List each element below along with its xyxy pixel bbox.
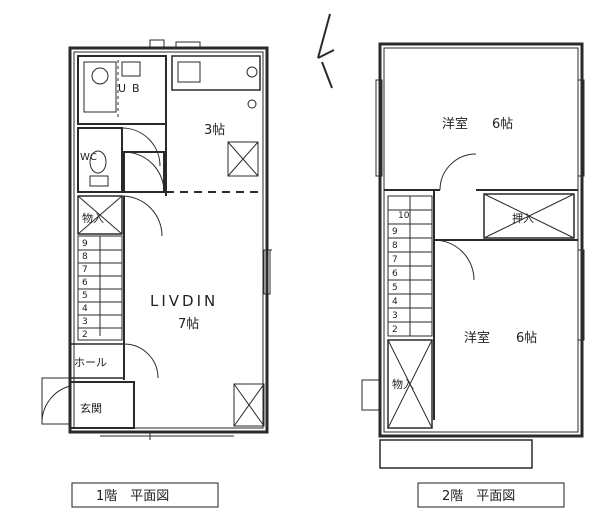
stair1-num-3: 3 bbox=[82, 317, 88, 327]
bath-label-u: U bbox=[118, 82, 126, 95]
oshiire bbox=[483, 193, 575, 239]
floor2-staircase bbox=[387, 195, 433, 337]
floor2-plan bbox=[361, 42, 585, 469]
floor1-closet-label: 物入 bbox=[82, 211, 104, 225]
wc-room bbox=[77, 127, 123, 193]
stair1-num-2: 2 bbox=[82, 330, 88, 340]
room-a-name: 洋室 bbox=[442, 116, 468, 132]
stair1-num-4: 4 bbox=[82, 304, 88, 314]
kitchen-size-label: 3帖 bbox=[204, 123, 225, 138]
floor1-caption: 1階 平面図 bbox=[96, 489, 169, 504]
stair1-num-6: 6 bbox=[82, 278, 88, 288]
floor1-small-room bbox=[233, 383, 265, 427]
floor1-outer-wall bbox=[68, 46, 269, 434]
room-a-size: 6帖 bbox=[492, 117, 513, 132]
floor2-caption-box bbox=[417, 482, 565, 508]
stair2-num-8: 8 bbox=[392, 241, 398, 251]
oshiire-label: 押入 bbox=[512, 211, 534, 225]
stair2-num-9: 9 bbox=[392, 227, 398, 237]
hall-label: ホール bbox=[74, 356, 107, 369]
floor2-outer-wall bbox=[378, 42, 584, 438]
floor1-plan bbox=[41, 39, 272, 440]
stair1-num-5: 5 bbox=[82, 291, 88, 301]
stair-top-label: 10 bbox=[398, 211, 410, 221]
hall bbox=[69, 343, 125, 379]
floor2-caption: 2階 平面図 bbox=[442, 489, 515, 504]
stair2-num-6: 6 bbox=[392, 269, 398, 279]
stair1-num-7: 7 bbox=[82, 265, 88, 275]
balcony bbox=[379, 439, 533, 469]
north-arrow bbox=[317, 13, 335, 89]
stair2-num-4: 4 bbox=[392, 297, 398, 307]
stair2-num-2: 2 bbox=[392, 325, 398, 335]
stair1-num-9: 9 bbox=[82, 239, 88, 249]
stair1-num-8: 8 bbox=[82, 252, 88, 262]
floor2-closet-label: 物入 bbox=[392, 377, 414, 391]
stair2-num-7: 7 bbox=[392, 255, 398, 265]
wc-label: WC bbox=[80, 152, 97, 163]
floor2-closet bbox=[387, 339, 433, 429]
entrance-label: 玄関 bbox=[80, 401, 102, 415]
floor1-closet bbox=[77, 195, 123, 235]
stair2-num-3: 3 bbox=[392, 311, 398, 321]
floor1-staircase bbox=[77, 235, 123, 341]
room-b-name: 洋室 bbox=[464, 330, 490, 346]
floor1-caption-box bbox=[71, 482, 219, 508]
bath-label: B bbox=[132, 82, 140, 95]
fridge-space bbox=[227, 141, 259, 177]
stair2-num-5: 5 bbox=[392, 283, 398, 293]
room-b-size: 6帖 bbox=[516, 331, 537, 346]
kitchen-counter bbox=[171, 55, 261, 91]
living-name-label: LIVDIN bbox=[150, 292, 218, 310]
living-size-label: 7帖 bbox=[178, 317, 199, 332]
